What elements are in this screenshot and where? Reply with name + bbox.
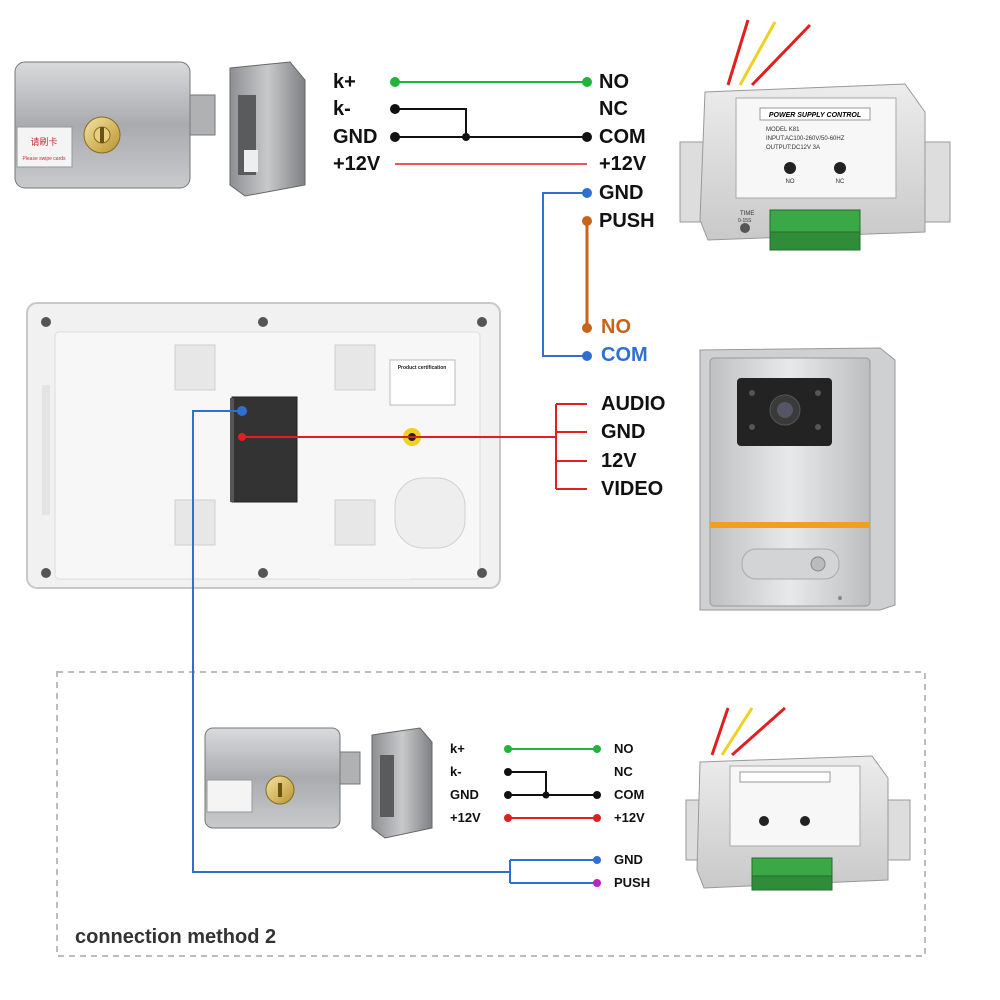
wire-camera-bus (555, 403, 587, 490)
psu-12v-terminal-label: +12V (599, 153, 647, 175)
terminal-exit-no (582, 323, 592, 333)
terminal-m2-gnd (593, 856, 601, 864)
m2-12v-label: +12V (450, 810, 481, 825)
psu-time-label: TIME (740, 211, 754, 217)
terminal-psu-push (582, 216, 592, 226)
lock-kminus-label: k- (333, 98, 351, 120)
method2-title: connection method 2 (75, 926, 277, 948)
method2-frame (56, 671, 926, 957)
indoor-monitor: Product certification (26, 302, 501, 589)
psu-input: INPUT:AC100-260V/50-60HZ (766, 136, 845, 142)
wire-layer (192, 81, 597, 884)
terminal-m2-push (593, 879, 601, 887)
power-supply-bottom (685, 706, 911, 891)
terminal-no (582, 77, 592, 87)
m2-gnd-label: GND (450, 787, 479, 802)
psu-output: OUTPUT:DC12V 3A (766, 145, 820, 151)
monitor-cert-title: Product certification (398, 365, 447, 371)
m2-kplus-label: k+ (450, 741, 465, 756)
wire-m2-kminus (508, 771, 547, 795)
terminal-com (582, 132, 592, 142)
lock-strike-top (229, 61, 306, 197)
junction-m2-gnd (542, 791, 550, 799)
psu-no-terminal-label: NO (599, 71, 629, 93)
exit-no-label: NO (601, 316, 631, 338)
lock-card-sublabel: Please swipe cards (22, 156, 66, 162)
terminal-monitor-lock (237, 406, 247, 416)
m2-com-label: COM (614, 787, 645, 802)
terminal-exit-com (582, 351, 592, 361)
electric-lock-bottom (204, 727, 361, 829)
m2-12v-terminal-label: +12V (614, 810, 645, 825)
terminal-psu-gnd (582, 188, 592, 198)
wire-psu-gnd-exit-com (542, 192, 587, 357)
wire-kminus (395, 108, 467, 137)
terminal-m2-12v-left (504, 814, 512, 822)
terminal-m2-gnd-left (504, 791, 512, 799)
terminal-m2-no (593, 745, 601, 753)
wire-monitor-lock-port (192, 410, 510, 873)
wire-m2-split (509, 859, 597, 884)
psu-push-terminal-label: PUSH (599, 210, 655, 232)
m2-push-terminal-label: PUSH (614, 875, 651, 890)
power-supply-top: POWER SUPPLY CONTROL MODEL K81 INPUT:AC1… (679, 19, 951, 251)
terminal-kplus (390, 77, 400, 87)
electric-lock-top: 请刷卡 Please swipe cards (14, 61, 216, 189)
exit-com-label: COM (601, 344, 648, 366)
camera-video-label: VIDEO (601, 478, 664, 500)
psu-model: MODEL K81 (766, 127, 800, 133)
psu-com-terminal-label: COM (599, 126, 646, 148)
lock-gnd-label: GND (333, 126, 378, 148)
terminal-m2-kminus (504, 768, 512, 776)
lock-12v-label: +12V (333, 153, 381, 175)
psu-nc-label: NC (836, 179, 845, 185)
camera-audio-label: AUDIO (601, 393, 666, 415)
psu-no-label: NO (786, 179, 795, 185)
terminal-m2-kplus (504, 745, 512, 753)
camera-12v-label: 12V (601, 450, 637, 472)
psu-time-range: 0-15S (738, 218, 752, 224)
lock-card-label: 请刷卡 (30, 136, 57, 147)
terminal-gnd (390, 132, 400, 142)
wire-terminals (237, 77, 601, 887)
lock-kplus-label: k+ (333, 71, 356, 93)
psu-gnd-terminal-label: GND (599, 182, 644, 204)
terminal-kminus (390, 104, 400, 114)
psu-title: POWER SUPPLY CONTROL (769, 112, 861, 119)
m2-kminus-label: k- (450, 764, 462, 779)
m2-nc-label: NC (614, 764, 633, 779)
outdoor-station (699, 347, 896, 611)
terminal-monitor-camera (238, 433, 246, 441)
terminal-m2-com (593, 791, 601, 799)
lock-strike-bottom (371, 727, 433, 839)
m2-gnd-terminal-label: GND (614, 852, 643, 867)
camera-gnd-label: GND (601, 421, 646, 443)
m2-no-label: NO (614, 741, 634, 756)
terminal-m2-12v (593, 814, 601, 822)
psu-nc-terminal-label: NC (599, 98, 628, 120)
junction-gnd (462, 133, 470, 141)
